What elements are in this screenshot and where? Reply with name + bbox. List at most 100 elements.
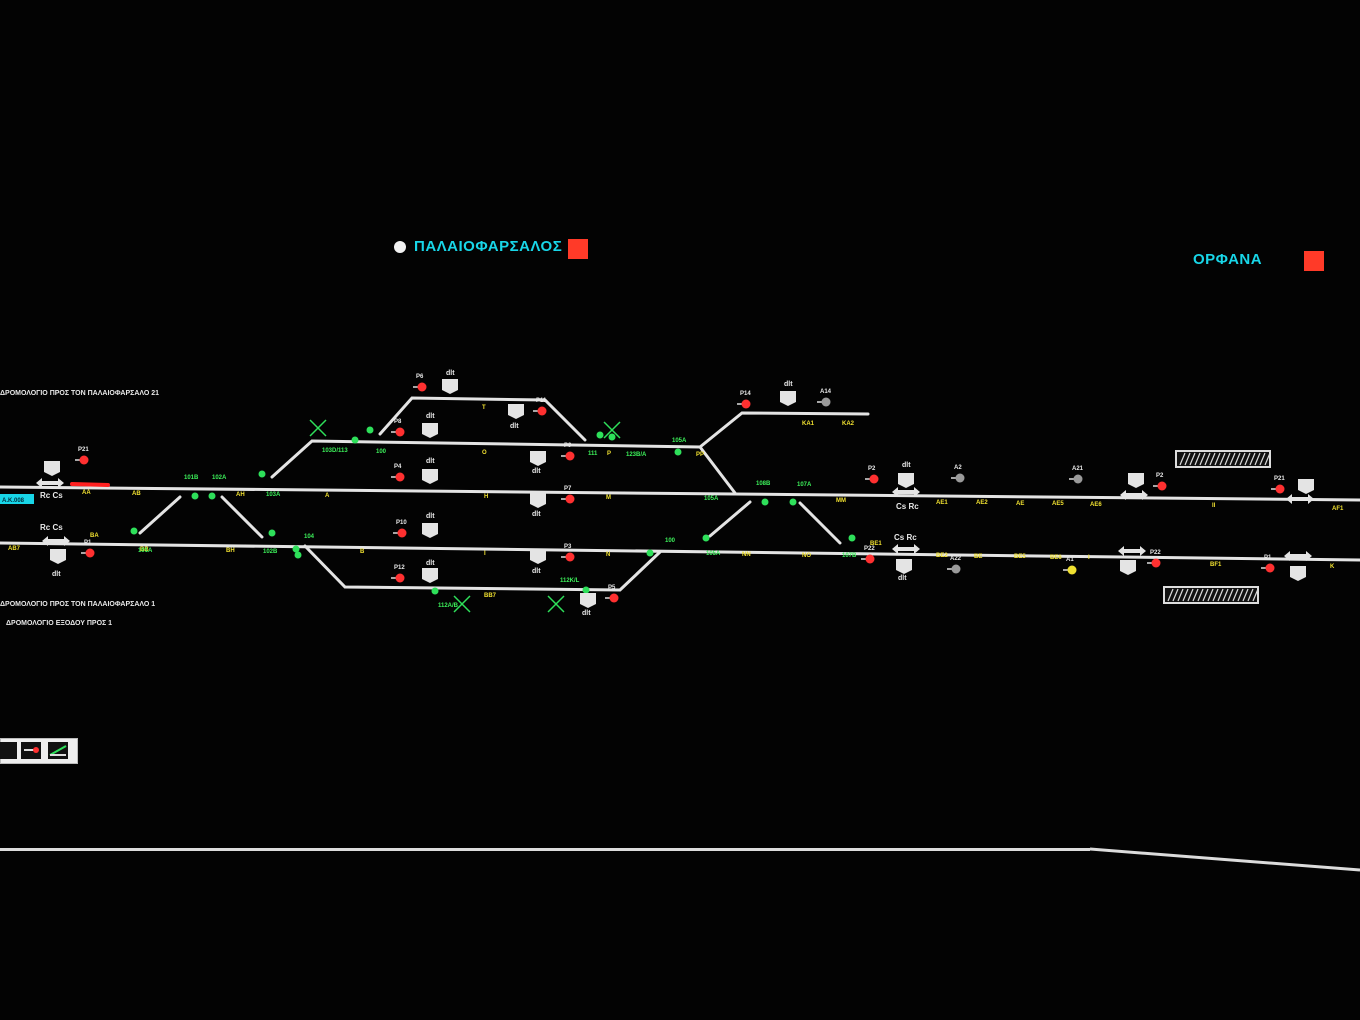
point-lamp[interactable] <box>761 498 769 506</box>
route-note-exit-1[interactable]: ΔΡΟΜΟΛΟΓΙΟ ΕΞΟΔΟΥ ΠΡΟΣ 1 <box>6 620 113 627</box>
section-label-be6[interactable]: BE6 <box>1050 555 1062 561</box>
block-button[interactable] <box>422 469 438 484</box>
signal-label[interactable]: P21 <box>1274 476 1285 482</box>
point-label[interactable]: 101A <box>138 548 153 554</box>
section-label-nn[interactable]: NN <box>742 552 751 558</box>
dlt-label[interactable]: dlt <box>898 575 907 582</box>
signal-p8[interactable] <box>395 427 405 437</box>
direction-arrow-icon[interactable] <box>1284 551 1312 561</box>
section-label-ka1[interactable]: KA1 <box>802 421 815 427</box>
point-lamp[interactable] <box>258 470 266 478</box>
route-note-to-palaiofarsalos-21[interactable]: ΔΡΟΜΟΛΟΓΙΟ ΠΡΟΣ ΤΟΝ ΠΑΛΑΙΟΦΑΡΣΑΛΟ 21 <box>0 390 160 397</box>
direction-arrow-icon[interactable] <box>892 544 920 554</box>
signal-p2[interactable] <box>1157 481 1167 491</box>
signal-p3[interactable] <box>565 552 575 562</box>
point-lamp[interactable] <box>646 549 654 557</box>
signal-label[interactable]: A2 <box>954 465 962 471</box>
rc-cs-label[interactable]: Rc Cs <box>40 491 63 500</box>
section-label-no[interactable]: NO <box>802 553 811 559</box>
signal-label[interactable]: P21 <box>78 447 89 453</box>
section-label-ii[interactable]: II <box>1212 503 1216 509</box>
section-label-i[interactable]: I <box>484 551 486 557</box>
signal-p22[interactable] <box>865 554 875 564</box>
point-lamp[interactable] <box>294 551 302 559</box>
point-lamp[interactable] <box>366 426 374 434</box>
block-button[interactable] <box>50 549 66 564</box>
dlt-label[interactable]: dlt <box>532 568 541 575</box>
section-label-be1[interactable]: BE1 <box>870 541 882 547</box>
signal-label[interactable]: A22 <box>950 556 962 562</box>
block-button[interactable] <box>1128 473 1144 488</box>
section-label-t[interactable]: T <box>482 405 486 411</box>
crossover-107[interactable] <box>798 501 842 545</box>
occupied-section-aa[interactable] <box>70 482 110 487</box>
point-switch-icon[interactable] <box>547 595 565 613</box>
point-label[interactable]: 111 <box>588 451 598 457</box>
dlt-label[interactable]: dlt <box>52 571 61 578</box>
signal-label[interactable]: P3 <box>564 544 572 550</box>
signal-label[interactable]: P5 <box>608 585 616 591</box>
section-label-af1[interactable]: AF1 <box>1332 506 1344 512</box>
axle-counter-label[interactable]: A.K.008 <box>2 498 25 504</box>
block-button[interactable] <box>422 423 438 438</box>
legend-toolbar[interactable] <box>0 738 78 764</box>
point-lamp[interactable] <box>848 534 856 542</box>
signal-p1[interactable] <box>1265 563 1275 573</box>
section-label-ka2[interactable]: KA2 <box>842 421 855 427</box>
signal-p14[interactable] <box>741 399 751 409</box>
direction-arrow-icon[interactable] <box>42 536 70 546</box>
block-button[interactable] <box>422 523 438 538</box>
crossover-105[interactable] <box>708 500 752 538</box>
block-button[interactable] <box>422 568 438 583</box>
block-button[interactable] <box>898 473 914 488</box>
signal-label[interactable]: P7 <box>564 486 572 492</box>
signal-label[interactable]: P22 <box>864 546 875 552</box>
signal-label[interactable]: P8 <box>394 419 402 425</box>
point-lamp[interactable] <box>431 587 439 595</box>
cs-rc-label[interactable]: Cs Rc <box>896 502 919 511</box>
section-label-mm[interactable]: MM <box>836 498 846 504</box>
dlt-label[interactable]: dlt <box>532 468 541 475</box>
signal-p5[interactable] <box>609 593 619 603</box>
dlt-label[interactable]: dlt <box>426 513 435 520</box>
section-label-b[interactable]: B <box>360 549 365 555</box>
section-label-ae5[interactable]: AE5 <box>1052 501 1064 507</box>
signal-label[interactable]: P14 <box>740 391 751 397</box>
section-label-ab[interactable]: AB <box>132 491 141 497</box>
signal-p21[interactable] <box>1275 484 1285 494</box>
point-lamp[interactable] <box>268 529 276 537</box>
point-lamp[interactable] <box>208 492 216 500</box>
signal-label[interactable]: P2 <box>1156 473 1164 479</box>
loop-track-o[interactable] <box>270 439 737 495</box>
dlt-label[interactable]: dlt <box>784 381 793 388</box>
section-label-be5[interactable]: BE5 <box>1014 554 1026 560</box>
point-label[interactable]: 105A <box>706 551 721 557</box>
section-label-h[interactable]: H <box>484 494 488 500</box>
station-status-palaiofarsalos[interactable] <box>568 239 588 259</box>
section-label-bb[interactable]: BB <box>140 547 149 553</box>
point-lamp[interactable] <box>351 436 359 444</box>
section-label-ae1[interactable]: AE1 <box>936 500 948 506</box>
point-label[interactable]: 104 <box>304 534 315 540</box>
signal-label[interactable]: P10 <box>396 520 407 526</box>
direction-arrow-icon[interactable] <box>36 478 64 488</box>
block-button[interactable] <box>780 391 796 406</box>
signal-p2[interactable] <box>869 474 879 484</box>
block-button[interactable] <box>1290 566 1306 581</box>
direction-arrow-icon[interactable] <box>892 487 920 497</box>
point-label[interactable]: 112A/B <box>438 603 459 609</box>
point-legend-icon[interactable] <box>48 742 68 759</box>
point-lamp[interactable] <box>608 433 616 441</box>
section-label-be[interactable]: BE <box>974 554 982 560</box>
point-label[interactable]: 103A <box>266 492 281 498</box>
point-switch-icon[interactable] <box>309 419 327 437</box>
section-label-ah[interactable]: AH <box>236 492 245 498</box>
station-name-orfana[interactable]: ΟΡΦΑΝΑ <box>1193 251 1263 268</box>
signal-p9[interactable] <box>565 451 575 461</box>
block-button[interactable] <box>508 404 524 419</box>
crossover-101[interactable] <box>138 495 182 535</box>
dlt-label[interactable]: dlt <box>532 511 541 518</box>
axle-counter-indicator[interactable] <box>0 494 34 504</box>
station-status-orfana[interactable] <box>1304 251 1324 271</box>
signal-a1[interactable] <box>1067 565 1077 575</box>
